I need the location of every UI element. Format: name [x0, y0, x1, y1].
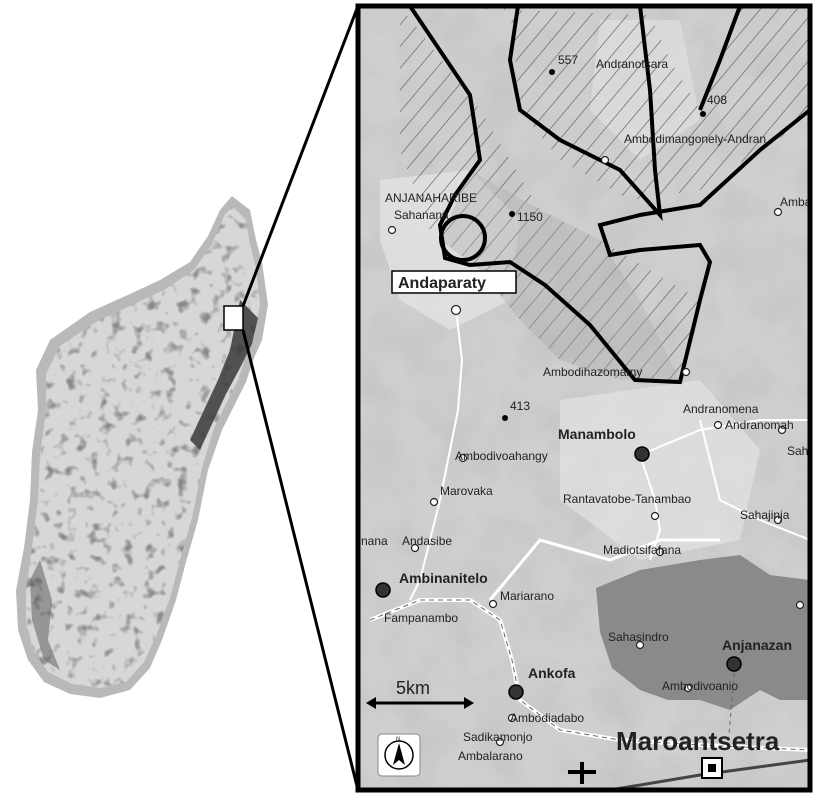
label-ambodimangonely: Ambodimangonely-Andran [624, 132, 766, 146]
label-andranomena: Andranomena [683, 402, 759, 416]
island-forest-speckle [26, 206, 260, 688]
label-amba: Amba [780, 195, 812, 209]
label-nana: nana [361, 534, 388, 548]
label-marovaka: Marovaka [440, 484, 493, 498]
label-sahasindro: Sahasindro [608, 630, 669, 644]
label-anjanaharibe: ANJANAHARIBE [385, 191, 477, 205]
scale-label: 5km [396, 678, 430, 698]
town-ankofa-marker [508, 684, 524, 700]
label-elev-1150: 1150 [517, 210, 543, 224]
label-ambodihazomamy: Ambodihazomamy [543, 365, 642, 379]
island-overview [16, 196, 268, 698]
west-forest-belt [30, 560, 60, 670]
label-mariarano: Mariarano [500, 589, 554, 603]
town-anjanazana-marker [726, 656, 742, 672]
label-sadikamonjo: Sadikamonjo [463, 730, 533, 744]
north-label: N [396, 737, 400, 743]
city-marker-core [708, 764, 716, 772]
label-sahanana: Sahanana [394, 208, 449, 222]
inset-map: ANJANAHARIBE Sahanana 1150 557 Andranots… [358, 6, 812, 790]
road [409, 309, 464, 601]
road [699, 419, 810, 541]
inset-frame [355, 3, 813, 793]
label-sah: Sah [787, 444, 808, 458]
label-andasibe: Andasibe [402, 534, 452, 548]
label-fampanambo: Fampanambo [384, 611, 458, 625]
label-ambodiadabo: Ambodiadabo [510, 711, 584, 725]
road [639, 419, 810, 456]
andaparaty-label-box [391, 270, 517, 294]
map-labels: ANJANAHARIBE Sahanana 1150 557 Andranots… [361, 53, 812, 763]
town-manambolo-marker [634, 446, 650, 462]
connector-bottom [241, 329, 360, 791]
protected-area-band [400, 6, 700, 380]
label-andranomaho: Andranomah [725, 418, 794, 432]
reserve-boundary [408, 6, 810, 385]
grey-reserve-fill [440, 170, 680, 380]
east-boundary [698, 6, 742, 111]
scale-bar: 5km [366, 678, 474, 709]
airport-icon [568, 762, 596, 784]
label-elev-408: 408 [707, 93, 727, 107]
label-manambolo: Manambolo [558, 426, 636, 442]
east-forest-belt [190, 300, 258, 450]
label-elev-557: 557 [558, 53, 578, 67]
inner-boundary [507, 6, 663, 222]
label-elev-413: 413 [510, 399, 530, 413]
river-dash [369, 599, 810, 751]
label-madiotsifafana: Madiotsifafana [603, 543, 681, 557]
lowland-dark-area [596, 555, 810, 710]
village-markers [387, 155, 805, 747]
label-andranotsara: Andranotsara [596, 57, 668, 71]
label-ankofa: Ankofa [528, 665, 576, 681]
river [488, 538, 720, 601]
label-sahajinja: Sahajinja [740, 508, 790, 522]
elevation-points [502, 69, 706, 421]
label-maroantsetra: Maroantsetra [616, 726, 780, 756]
town-markers [375, 446, 742, 779]
town-ambinanitelo-marker [375, 582, 391, 598]
label-rantavatobe: Rantavatobe-Tanambao [563, 492, 691, 506]
river-dash [727, 664, 736, 746]
small-reserve-circle [439, 214, 487, 262]
label-andaparaty: Andaparaty [398, 275, 486, 292]
label-ambodivoahangy: Ambodivoahangy [455, 449, 548, 463]
protected-area-hatched [400, 6, 810, 200]
light-patch [560, 380, 760, 560]
label-anjanazana: Anjanazan [722, 637, 792, 653]
label-ambodivoanio: Ambodivoanio [662, 679, 738, 693]
connector-top [241, 5, 360, 307]
north-arrow-icon: N [377, 733, 421, 777]
label-ambinanitelo: Ambinanitelo [399, 570, 488, 586]
label-ambalarano: Ambalarano [458, 749, 523, 763]
main-road [609, 758, 810, 790]
study-area-marker [223, 305, 244, 331]
